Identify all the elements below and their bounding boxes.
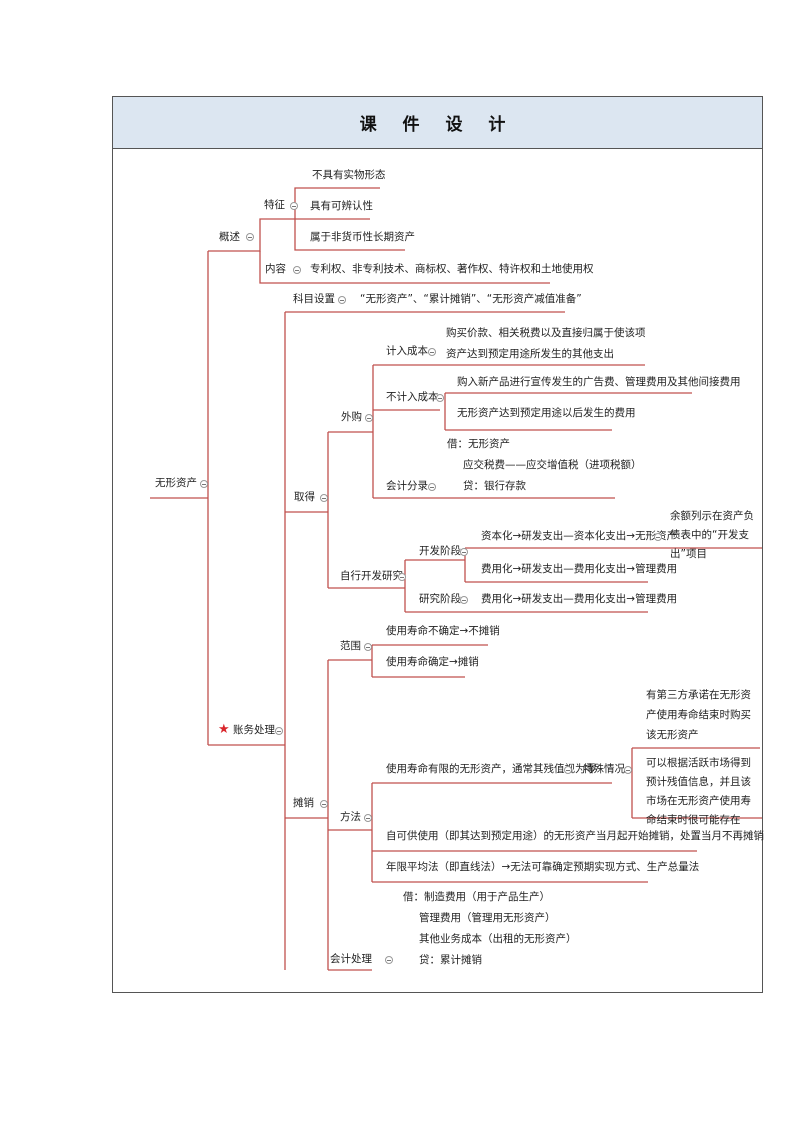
star-icon: ★ [218,722,230,737]
subject-text: “无形资产”、“累计摊销”、“无形资产减值准备” [360,293,582,305]
node-cost-in[interactable]: 计入成本 [386,345,428,357]
special-item: 可以根据活跃市场得到预计残值信息，并且该市场在无形资产使用寿命结束时很可能存在 [646,757,751,826]
dev-item: 资本化→研发支出—资本化支出→无形资产 [481,530,678,542]
root-node[interactable]: 无形资产 [155,477,197,489]
collapse-icon[interactable] [460,548,468,556]
collapse-icon[interactable] [338,296,346,304]
collapse-icon[interactable] [290,202,298,210]
collapse-icon[interactable] [436,394,444,402]
collapse-icon[interactable] [624,766,632,774]
node-overview[interactable]: 概述 [219,231,240,243]
header-bar: 课 件 设 计 [113,97,762,149]
node-accounting[interactable]: 账务处理 [233,724,275,736]
collapse-icon[interactable] [320,800,328,808]
node-rnd[interactable]: 自行开发研究 [340,570,403,582]
amortize-entry-line: 借：制造费用（用于产品生产） [403,891,550,903]
collapse-icon[interactable] [364,643,372,651]
page-title: 课 件 设 计 [359,115,516,135]
collapse-icon[interactable] [246,233,254,241]
amortize-entry-line: 管理费用（管理用无形资产） [419,912,556,924]
method-start: 自可供使用（即其达到预定用途）的无形资产当月起开始摊销，处置当月不再摊销 [386,830,764,842]
cost-in-text: 购买价款、相关税费以及直接归属于使该项资产达到预定用途所发生的其他支出 [446,327,646,360]
method-straight: 年限平均法（即直线法）→无法可靠确定预期实现方式、生产总量法 [386,861,700,873]
entry-line: 贷：银行存款 [463,480,526,492]
collapse-icon[interactable] [460,596,468,604]
cost-out-item: 购入新产品进行宣传发生的广告费、管理费用及其他间接费用 [457,376,741,388]
course-design-frame: 课 件 设 计 [112,96,763,993]
node-amortize[interactable]: 摊销 [293,797,314,809]
entry-line: 应交税费——应交增值税（进项税额） [463,459,642,471]
node-acquire[interactable]: 取得 [294,491,315,503]
collapse-icon[interactable] [320,494,328,502]
node-purchase[interactable]: 外购 [341,411,362,423]
node-amortize-entry[interactable]: 会计处理 [330,953,372,965]
node-subject[interactable]: 科目设置 [293,293,335,305]
node-content[interactable]: 内容 [265,263,286,275]
collapse-icon[interactable] [275,727,283,735]
feature-item: 不具有实物形态 [312,169,386,181]
node-dev-stage[interactable]: 开发阶段 [419,545,461,557]
node-special[interactable]: 特殊情况 [583,763,625,775]
node-scope[interactable]: 范围 [340,640,361,652]
amortize-entry-line: 其他业务成本（出租的无形资产） [419,933,577,945]
method-finite: 使用寿命有限的无形资产，通常其残值视为零 [386,763,596,775]
collapse-icon[interactable] [398,573,406,581]
collapse-icon[interactable] [564,766,572,774]
scope-item: 使用寿命不确定→不摊销 [386,625,500,637]
feature-item: 属于非货币性长期资产 [310,231,415,243]
node-entry[interactable]: 会计分录 [386,480,428,492]
collapse-icon[interactable] [385,956,393,964]
collapse-icon[interactable] [428,483,436,491]
collapse-icon[interactable] [364,814,372,822]
scope-item: 使用寿命确定→摊销 [386,656,479,668]
entry-line: 借：无形资产 [447,438,510,450]
collapse-icon[interactable] [293,266,301,274]
research-text: 费用化→研发支出—费用化支出→管理费用 [481,593,678,605]
collapse-icon[interactable] [428,348,436,356]
amortize-entry-line: 贷：累计摊销 [419,954,482,966]
cost-out-item: 无形资产达到预定用途以后发生的费用 [457,407,636,419]
node-cost-out[interactable]: 不计入成本 [386,391,439,403]
special-item: 有第三方承诺在无形资产使用寿命结束时购买该无形资产 [646,689,751,741]
dev-item: 费用化→研发支出—费用化支出→管理费用 [481,563,678,575]
collapse-icon[interactable] [654,533,662,541]
dev-note: 余额列示在资产负债表中的“开发支出”项目 [670,510,754,560]
collapse-icon[interactable] [365,414,373,422]
feature-item: 具有可辨认性 [310,200,373,212]
node-method[interactable]: 方法 [340,811,361,823]
content-text: 专利权、非专利技术、商标权、著作权、特许权和土地使用权 [310,263,594,275]
node-research-stage[interactable]: 研究阶段 [419,593,461,605]
collapse-icon[interactable] [200,480,208,488]
node-features[interactable]: 特征 [264,199,285,211]
